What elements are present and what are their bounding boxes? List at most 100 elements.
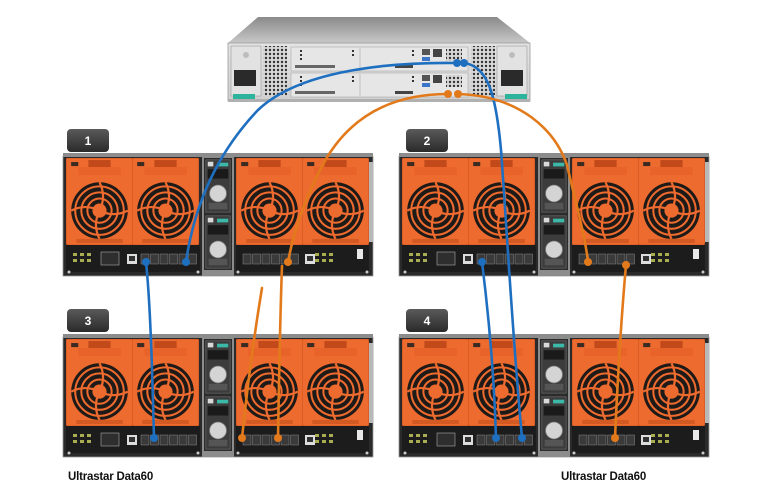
sas-port-icon <box>597 434 607 446</box>
sas-port-icon <box>169 434 178 446</box>
enclosure-badge-label: 3 <box>85 314 92 328</box>
server-bottom-edge <box>228 99 530 102</box>
io-module-a <box>66 426 200 453</box>
enclosure-1: 1 <box>62 129 374 277</box>
connector-enc2-a <box>478 258 486 266</box>
psu-bottom-icon <box>203 214 233 270</box>
cable-orange-enclosure-1-to-3-a <box>240 286 264 440</box>
sas-port-icon <box>607 253 616 265</box>
enclosure-badge-3: 3 <box>67 309 109 332</box>
psu-top-icon <box>203 339 233 395</box>
head-server <box>227 17 531 102</box>
fan-module-icon <box>402 158 469 245</box>
enclosure-top-rail <box>63 153 373 157</box>
sas-port-icon <box>514 253 524 265</box>
cable-orange-server-to-enclosure-2 <box>456 92 590 264</box>
connector-server-bottom-2 <box>454 90 462 98</box>
enclosure-4: 4 <box>398 309 710 458</box>
sas-port-icon <box>252 434 261 446</box>
connector-enc4-a-2 <box>518 434 526 442</box>
fan-module-icon <box>638 339 705 426</box>
sas-port-icon <box>616 253 626 265</box>
io-module-b <box>236 245 369 272</box>
sas-port-icon <box>626 253 635 265</box>
enclosure-3: 3 <box>62 309 374 458</box>
sas-port-icon <box>159 253 169 265</box>
fan-module-icon <box>132 158 199 245</box>
io-module-b <box>236 426 369 453</box>
connector-enc2-b-up <box>584 258 592 266</box>
io-module-b <box>572 245 705 272</box>
io-module-b <box>572 426 705 453</box>
sas-port-icon <box>588 434 597 446</box>
sas-port-icon <box>140 434 150 446</box>
sas-port-icon <box>242 253 252 265</box>
connector-enc3-b-1 <box>238 434 246 442</box>
enclosure-badge-label: 4 <box>424 314 431 328</box>
enclosure-2: 2 <box>398 129 710 277</box>
psu-top-icon <box>539 339 569 395</box>
psu-bottom-icon <box>539 395 569 451</box>
sas-port-icon <box>252 253 261 265</box>
connector-enc3-a <box>150 434 158 442</box>
fan-module-icon <box>66 339 133 426</box>
enclosure-badge-1: 1 <box>67 129 109 152</box>
sas-port-icon <box>261 253 271 265</box>
sas-port-icon <box>524 253 533 265</box>
psu-bottom-icon <box>539 214 569 270</box>
fan-module-icon <box>302 339 369 426</box>
cable-blue-server-to-enclosure-4 <box>462 61 524 440</box>
sas-port-icon <box>280 434 290 446</box>
cable-blue-server-to-enclosure-1 <box>184 61 459 264</box>
sas-port-icon <box>505 434 514 446</box>
enclosure-top-rail <box>63 334 373 338</box>
enclosure-badge-4: 4 <box>406 309 448 332</box>
sas-port-icon <box>495 253 505 265</box>
label-tag <box>357 430 363 440</box>
server-psu-left <box>230 45 262 99</box>
cable-orange-enclosure-2-to-4 <box>613 263 628 440</box>
sas-port-icon <box>150 253 159 265</box>
fan-module-icon <box>132 339 199 426</box>
connector-enc4-a-1 <box>492 434 500 442</box>
fan-module-icon <box>468 339 535 426</box>
sas-port-icon <box>486 253 495 265</box>
sas-port-icon <box>261 434 271 446</box>
caption-right: Ultrastar Data60 <box>561 471 647 483</box>
enclosures: 1 2 3 4 <box>62 129 710 458</box>
enclosure-badge-2: 2 <box>406 129 448 152</box>
server-psu-right <box>496 45 528 99</box>
fan-module-icon <box>572 339 639 426</box>
connector-server-top-2 <box>460 59 468 67</box>
cable-blue-enclosure-1-to-3 <box>144 260 156 440</box>
fan-module-icon <box>66 158 133 245</box>
enclosure-top-rail <box>399 153 709 157</box>
label-tag <box>693 249 699 259</box>
connector-server-bottom-1 <box>444 90 452 98</box>
connector-enc3-b-2 <box>274 434 282 442</box>
server-psu-right-handle <box>505 94 527 99</box>
server-top-cover <box>228 17 530 43</box>
connector-enc4-b <box>611 434 619 442</box>
psu-top-icon <box>539 158 569 214</box>
connector-enc1-a-down <box>142 258 150 266</box>
sas-port-icon <box>597 253 607 265</box>
io-module-a <box>402 426 536 453</box>
sas-port-icon <box>169 253 178 265</box>
server-vent-left <box>263 46 287 96</box>
cables <box>144 61 628 440</box>
server-psu-left-handle <box>233 94 255 99</box>
sas-port-icon <box>178 434 188 446</box>
label-tag <box>693 430 699 440</box>
cable-orange-server-to-enclosure-1 <box>286 92 450 264</box>
sas-port-icon <box>578 434 588 446</box>
sas-port-icon <box>476 434 486 446</box>
sas-port-icon <box>626 434 635 446</box>
enclosure-badge-label: 1 <box>85 134 92 148</box>
sas-port-icon <box>159 434 169 446</box>
sas-port-icon <box>271 253 280 265</box>
psu-bottom-icon <box>203 395 233 451</box>
connector-enc2-b-down <box>622 261 630 269</box>
connector-enc1-b <box>284 258 292 266</box>
server-controller-top <box>290 46 469 72</box>
